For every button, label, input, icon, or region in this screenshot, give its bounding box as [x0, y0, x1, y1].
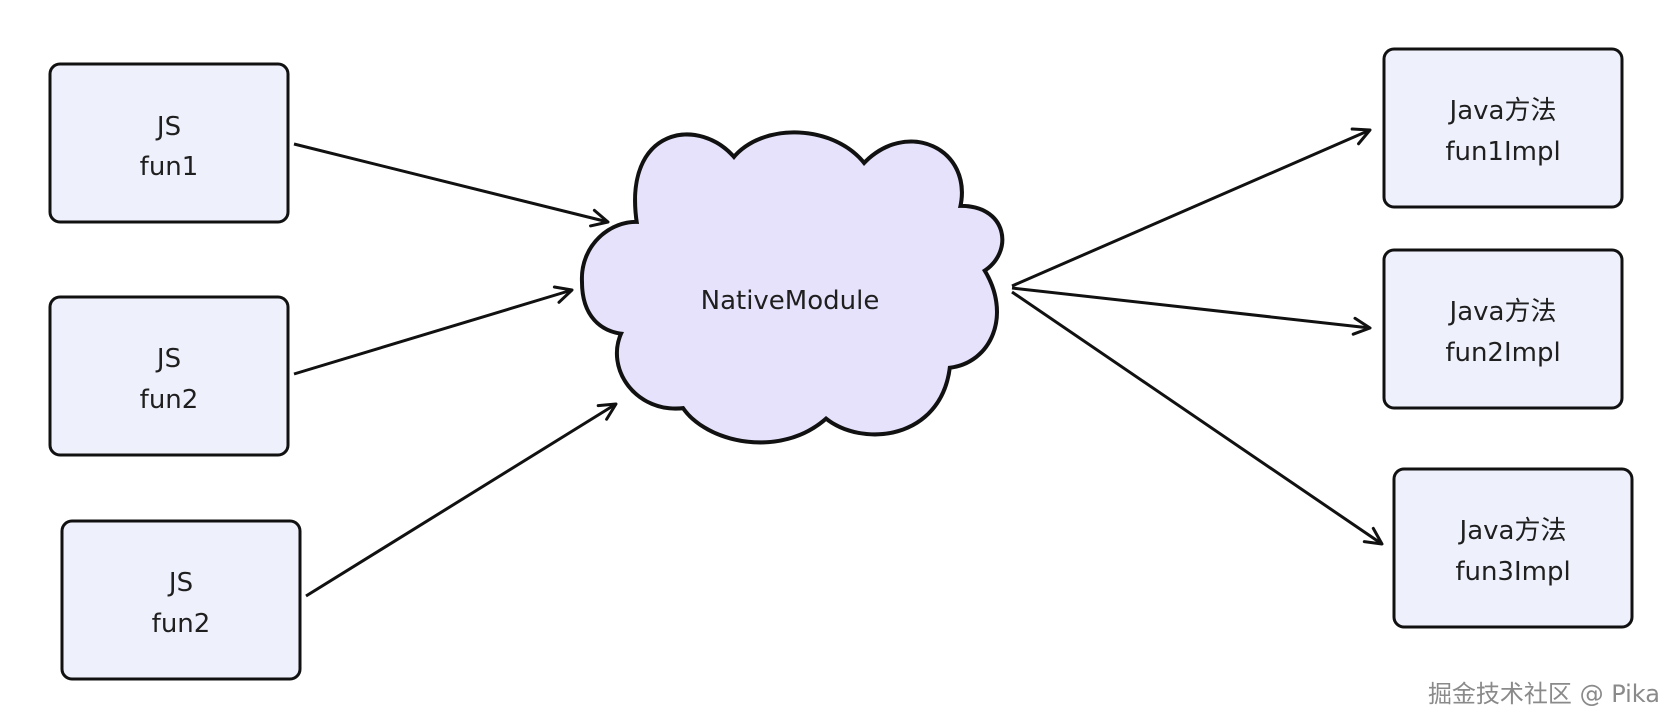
- java-node-1: Java方法 fun1Impl: [1382, 47, 1624, 209]
- java-node-2-line1: Java方法: [1448, 297, 1557, 327]
- js-node-3-line2: fun2: [152, 609, 211, 639]
- arrow-js3-to-native: [305, 402, 618, 598]
- js-node-1-line1: JS: [155, 112, 181, 142]
- java-node-3-line1: Java方法: [1458, 516, 1567, 546]
- native-module-node: NativeModule: [579, 130, 1005, 445]
- watermark-text: 掘金技术社区 @ Pika: [1428, 680, 1660, 708]
- js-node-3: JS fun2: [60, 519, 302, 681]
- js-node-2-line2: fun2: [140, 385, 199, 415]
- cloud-shape: [579, 130, 1005, 445]
- java-node-3-line2: fun3Impl: [1455, 557, 1570, 587]
- arrow-js1-to-native: [293, 142, 610, 228]
- java-node-3: Java方法 fun3Impl: [1392, 467, 1634, 629]
- java-node-2-line2: fun2Impl: [1445, 338, 1560, 368]
- java-node-2: Java方法 fun2Impl: [1382, 248, 1624, 410]
- js-node-2: JS fun2: [48, 295, 290, 457]
- arrow-native-to-java3: [1011, 290, 1384, 546]
- native-module-label: NativeModule: [701, 286, 880, 316]
- arrow-js2-to-native: [293, 285, 574, 376]
- js-node-3-line1: JS: [167, 568, 193, 598]
- js-node-1-line2: fun1: [140, 152, 199, 182]
- js-node-1: JS fun1: [48, 62, 290, 224]
- arrow-native-to-java1: [1011, 127, 1372, 288]
- arrow-native-to-java2: [1011, 286, 1372, 336]
- js-node-2-line1: JS: [155, 344, 181, 374]
- java-node-1-line2: fun1Impl: [1445, 137, 1560, 167]
- java-node-1-line1: Java方法: [1448, 96, 1557, 126]
